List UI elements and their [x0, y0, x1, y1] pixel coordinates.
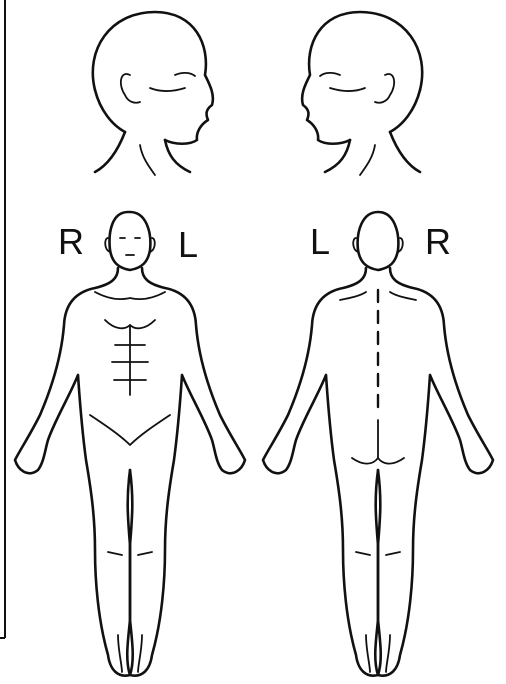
front-left-label: L — [178, 224, 198, 265]
head-profile-left — [302, 12, 422, 175]
back-left-label: L — [310, 221, 330, 262]
head-profile-right — [93, 12, 213, 175]
back-right-label: R — [425, 221, 451, 262]
body-back — [263, 212, 493, 676]
body-front — [15, 212, 245, 676]
front-right-label: R — [58, 221, 84, 262]
